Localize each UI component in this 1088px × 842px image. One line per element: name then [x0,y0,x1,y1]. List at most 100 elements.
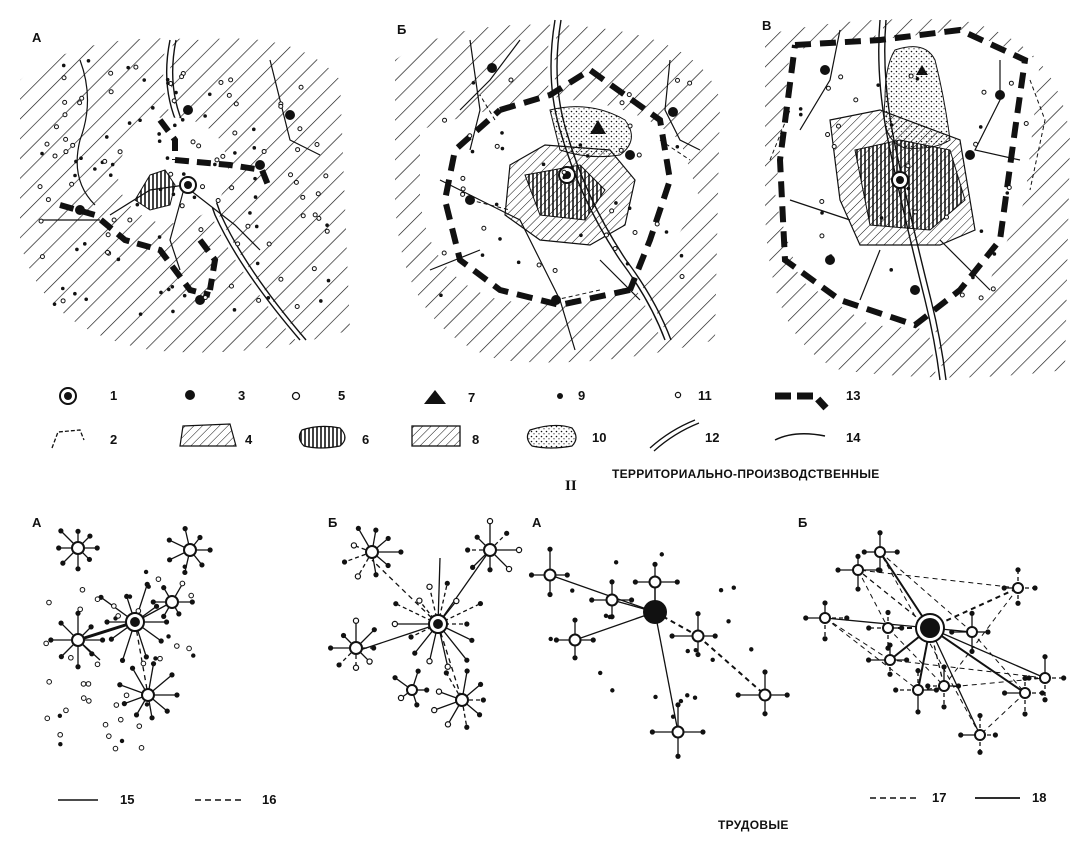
small-dot [726,619,731,624]
legend-num-7: 7 [468,390,476,405]
legend-num-5: 5 [338,388,346,403]
network-link [410,623,439,638]
network-link [879,551,931,629]
hollow-dot [444,721,452,728]
network-node [183,543,197,557]
small-dot [74,159,78,164]
small-dot [73,173,77,178]
small-dot [971,275,975,280]
hollow-dot [836,123,842,129]
legend-num-1: 1 [110,388,118,403]
small-dot [174,90,178,95]
small-dot [86,556,93,563]
hollow-dot [135,608,142,614]
small-dot [669,633,675,639]
hollow-dot [278,103,284,109]
thick-dashed-boundary [59,118,273,298]
small-dot [877,567,883,574]
small-dot [887,671,893,677]
legend-num-8: 8 [472,432,480,447]
small-dot [1005,191,1010,195]
hollow-dot [679,274,685,280]
hollow-dot [196,143,202,149]
network-panel-right-a [528,546,790,759]
small-dot [424,687,430,693]
small-dot [649,729,655,735]
network-node [455,693,469,707]
small-dot [371,627,377,633]
small-dot [170,285,175,289]
settlement-dot [825,255,835,265]
hollow-dot [323,173,329,179]
settlement-dot [910,285,920,295]
hollow-dot [77,100,83,106]
small-dot [500,131,504,135]
network-link [857,569,931,629]
hollow-dot [444,663,451,670]
hollow-dot [978,295,984,301]
network-node [141,688,155,702]
hollow-dot [155,576,162,582]
small-dot [415,668,421,674]
hollow-dot [115,613,121,619]
small-dot [547,546,553,552]
network-node [71,541,85,555]
hollow-dot [102,721,109,728]
small-dot [207,547,213,553]
small-dot [695,651,701,658]
small-dot [94,545,100,551]
small-dot [325,223,329,227]
small-dot [879,216,884,220]
hollow-dot [460,175,466,181]
network-core [920,618,940,638]
small-dot [678,698,684,704]
small-dot [855,553,861,559]
small-dot [199,562,205,568]
small-dot [679,253,684,258]
small-dot [718,587,724,593]
network-link [359,623,439,651]
network-link [428,586,439,625]
hollow-dot [117,149,123,155]
hollow-dot [136,723,143,729]
hollow-dot [536,262,542,268]
small-dot [541,162,546,167]
network-node [884,654,896,666]
small-dot [165,77,170,82]
small-dot [762,669,768,675]
legend-num-3: 3 [238,388,246,403]
small-dot [877,530,883,536]
legend-symbol-11 [674,391,682,399]
network-node [71,633,85,647]
network-node [852,564,864,576]
thick-dashed-boundary [776,26,1029,329]
hollow-dot [312,212,318,218]
small-dot [498,237,502,241]
small-dot [392,675,398,681]
network-panel-right-b [803,530,1067,755]
hollow-dot [819,198,825,204]
network-node [1019,687,1031,699]
small-dot [992,252,997,256]
hollow-dot [460,186,466,192]
hollow-dot [311,266,317,272]
small-dot [978,125,983,129]
network-panel-left-b [327,517,523,730]
hollow-dot [618,147,624,153]
legend-num-18: 18 [1032,790,1047,805]
map-panel-a [20,38,350,353]
hollow-dot [256,297,262,303]
small-dot [326,278,331,283]
small-dot [124,593,130,600]
hollow-dot [316,215,322,221]
small-dot [385,535,391,542]
small-dot [861,549,867,555]
small-dot [464,724,470,730]
small-dot [992,732,998,738]
small-dot [75,664,81,670]
small-dot [138,118,142,123]
legend-num-9: 9 [578,388,586,403]
small-dot [798,112,803,117]
small-dot [150,599,156,605]
legend-symbol-3 [185,390,195,400]
